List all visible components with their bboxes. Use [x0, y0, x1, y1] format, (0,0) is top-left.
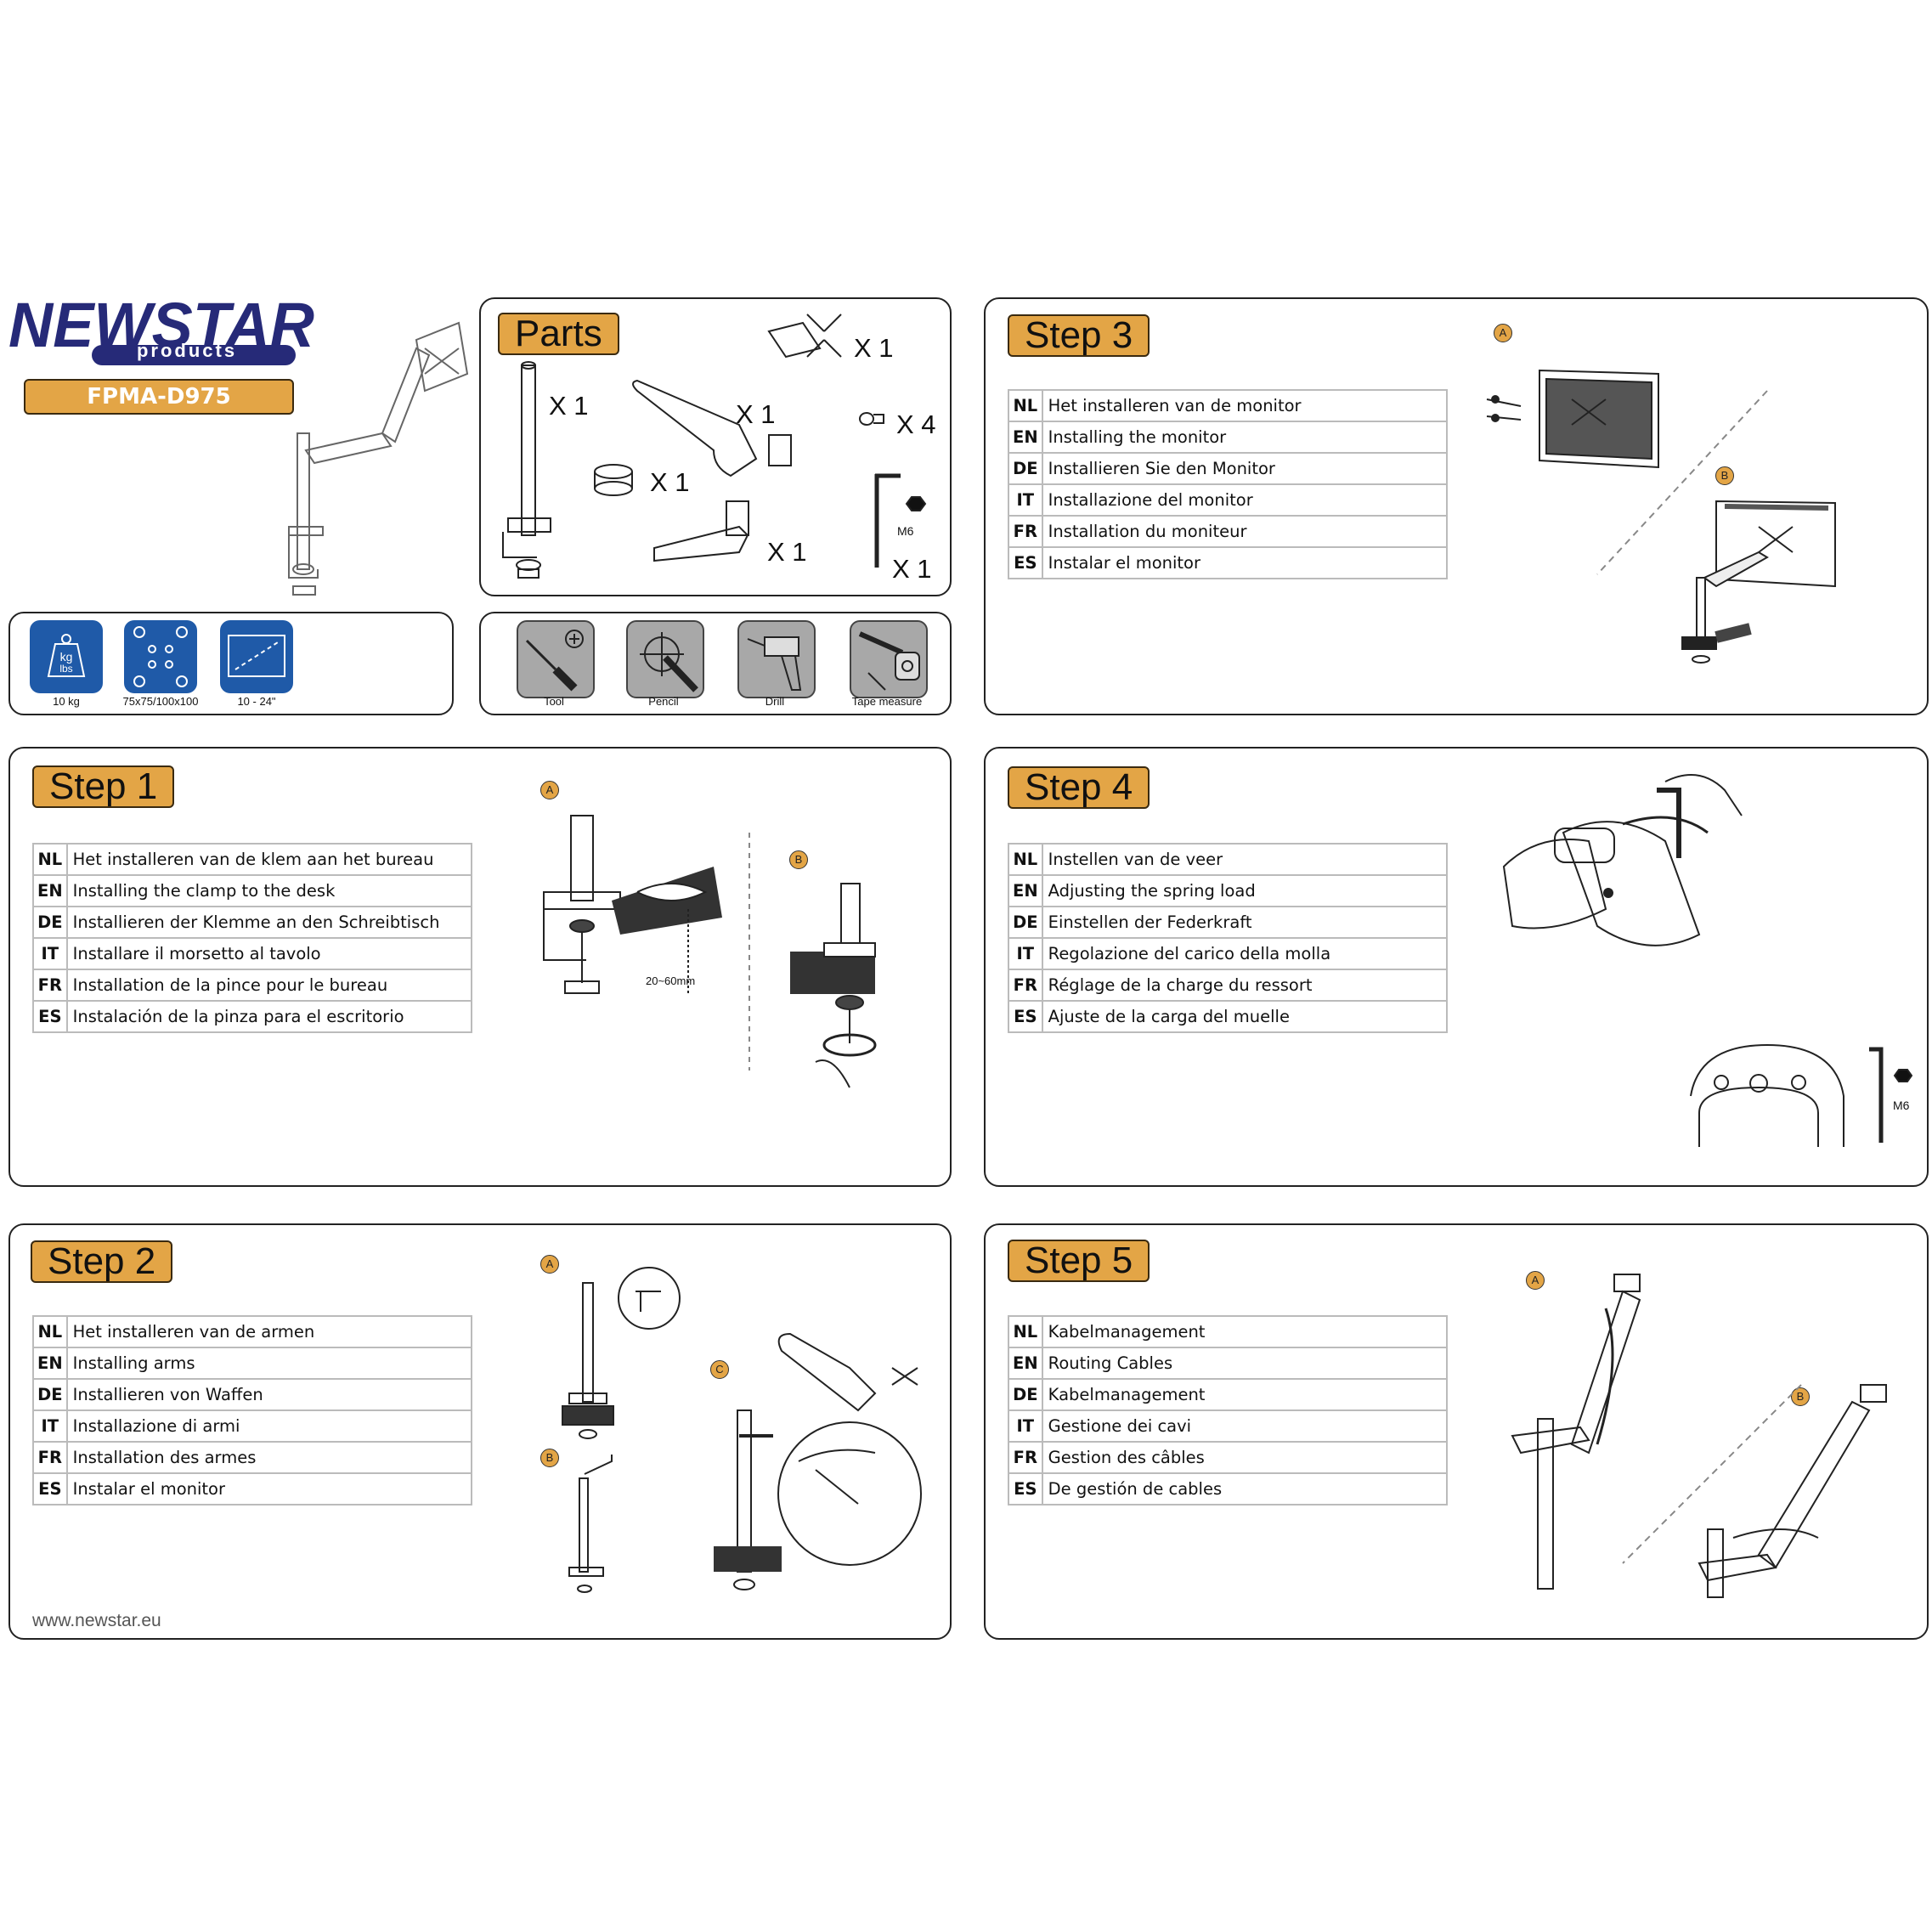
step1-illustration [527, 807, 935, 1096]
parts-qty-vesa: X 1 [854, 333, 894, 363]
step4-hex-label: M6 [1893, 1099, 1910, 1112]
parts-qty-hex-key: X 1 [892, 554, 932, 584]
drill-icon [737, 620, 816, 698]
step1-marker-a: A [540, 781, 559, 799]
screwdriver-icon [517, 620, 595, 698]
logo-subtitle: products [136, 340, 238, 361]
step2-title: Step 2 [31, 1240, 173, 1283]
tool-caption: Tool [544, 695, 564, 708]
screen-size-caption: 10 - 24" [237, 695, 276, 708]
clamp-range-label: 20~60mm [646, 974, 696, 987]
product-illustration [255, 314, 476, 603]
step5-marker-b: B [1791, 1387, 1810, 1406]
parts-qty-upper-arm: X 1 [736, 399, 776, 429]
drill-caption: Drill [765, 695, 785, 708]
model-number: FPMA-D975 [87, 384, 231, 410]
parts-hex-label: M6 [897, 524, 914, 538]
svg-text:lbs: lbs [59, 663, 72, 675]
step2-illustration [544, 1257, 935, 1623]
step5-title: Step 5 [1008, 1240, 1150, 1282]
newstar-logo: NEWSTAR [7, 289, 321, 374]
step2-marker-b: B [540, 1449, 559, 1467]
step4-title: Step 4 [1008, 766, 1150, 809]
step3-marker-b: B [1715, 466, 1734, 485]
tape-measure-caption: Tape measure [851, 695, 923, 708]
parts-qty-pole: X 1 [549, 391, 589, 421]
step1-title: Step 1 [32, 765, 175, 808]
vesa-caption: 75x75/100x100 [122, 695, 199, 708]
website-url[interactable]: www.newstar.eu [32, 1611, 161, 1630]
svg-text:kg: kg [60, 650, 73, 664]
pencil-icon [626, 620, 704, 698]
step3-marker-a: A [1494, 324, 1512, 342]
screen-size-icon [220, 620, 293, 693]
step4-illustration [1495, 773, 1920, 1164]
pencil-caption: Pencil [648, 695, 679, 708]
step5-illustration [1495, 1257, 1920, 1614]
parts-illustration [484, 306, 943, 590]
parts-qty-screws: X 4 [896, 410, 936, 439]
step3-illustration [1461, 357, 1920, 671]
model-badge: FPMA-D975 [24, 379, 294, 415]
parts-qty-collar: X 1 [650, 467, 690, 497]
vesa-icon [124, 620, 197, 693]
parts-qty-lower-arm: X 1 [767, 537, 807, 567]
step2-marker-c: C [710, 1360, 729, 1379]
weight-caption: 10 kg [53, 695, 80, 708]
tape-measure-icon [850, 620, 928, 698]
step3-title: Step 3 [1008, 314, 1150, 357]
parts-title: Parts [498, 313, 619, 355]
step2-marker-a: A [540, 1255, 559, 1274]
step1-marker-b: B [789, 850, 808, 869]
step5-marker-a: A [1526, 1271, 1545, 1290]
